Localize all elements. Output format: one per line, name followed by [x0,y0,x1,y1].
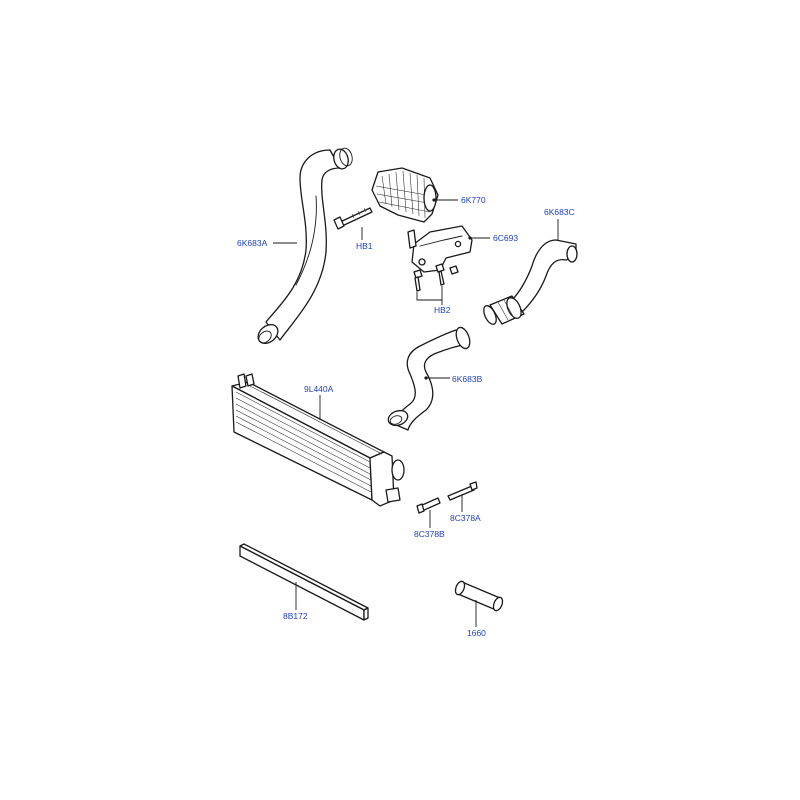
pin-8c378b[interactable] [416,497,441,514]
callout-6c693[interactable]: 6C693 [493,233,518,243]
intercooler-9l440a[interactable] [231,373,405,507]
callout-6k683a[interactable]: 6K683A [237,238,268,248]
sleeve-1660[interactable] [454,580,505,612]
callout-9l440a[interactable]: 9L440A [304,384,334,394]
callout-1660[interactable]: 1660 [467,628,486,638]
callout-8b172[interactable]: 8B172 [283,611,308,621]
callout-8c378a[interactable]: 8C378A [450,513,481,523]
callout-hb1[interactable]: HB1 [356,241,373,251]
hose-6k683b[interactable] [386,326,472,431]
callout-8c378b[interactable]: 8C378B [414,529,445,539]
pin-8c378a[interactable] [447,481,478,501]
callout-hb2[interactable]: HB2 [434,305,451,315]
bolt-hb1[interactable] [333,207,373,230]
callout-6k683c[interactable]: 6K683C [544,207,575,217]
callout-6k683b[interactable]: 6K683B [452,374,483,384]
hose-6k683c[interactable] [511,239,578,313]
resonator-6k770[interactable] [371,167,439,223]
bracket-6c693[interactable] [407,225,473,273]
hose-6k683a[interactable] [254,147,354,347]
bolts-hb2[interactable] [413,263,459,292]
strip-8b172[interactable] [239,543,369,621]
coupling-connector[interactable] [481,295,525,326]
callout-6k770[interactable]: 6K770 [461,195,486,205]
